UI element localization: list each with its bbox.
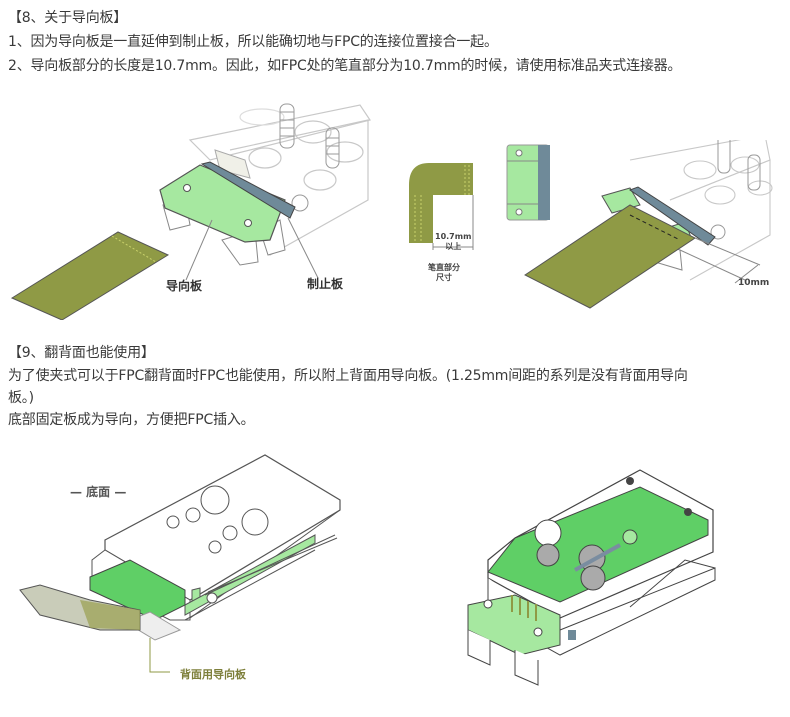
dim-caption: 笔直部分尺寸 — [428, 263, 460, 283]
dim-caption-line-1: 笔直部分 — [428, 263, 460, 272]
fpc-bend-dimension-figure — [409, 163, 474, 250]
dim-caption-line-2: 尺寸 — [436, 273, 452, 282]
section-8-heading: 【8、关于导向板】 — [8, 10, 128, 26]
back-guide-plate-label: 背面用导向板 — [180, 668, 246, 681]
clip-connector-figure — [467, 469, 716, 686]
stop-plate-label: 制止板 — [307, 277, 344, 291]
guide-plate-top-view-figure — [506, 144, 550, 221]
section-8-line-1: 1、因为导向板是一直延伸到制止板，所以能确切地与FPC的连接位置接合一起。 — [8, 34, 498, 50]
guide-plate-assembly-figure — [10, 103, 371, 320]
dim-value: 10.7mm — [435, 232, 472, 241]
bottom-view-figure — [19, 454, 341, 673]
section-9-line-2: 板。) — [8, 390, 34, 406]
section-9-heading: 【9、翻背面也能使用】 — [8, 345, 155, 361]
dim-qualifier: 以上 — [445, 242, 462, 251]
guide-plate-label: 导向板 — [166, 279, 203, 293]
connector-with-fpc-figure — [524, 140, 773, 309]
section-9-line-1: 为了使夹式可以于FPC翻背面时FPC也能使用，所以附上背面用导向板。(1.25m… — [8, 368, 688, 384]
section-8-line-2: 2、导向板部分的长度是10.7mm。因此，如FPC处的笔直部分为10.7mm的时… — [8, 58, 682, 74]
bottom-label: — 底面 — — [70, 485, 127, 499]
dim-10mm-label: 10mm — [738, 278, 770, 288]
section-9-line-3: 底部固定板成为导向，方便把FPC插入。 — [8, 412, 255, 428]
